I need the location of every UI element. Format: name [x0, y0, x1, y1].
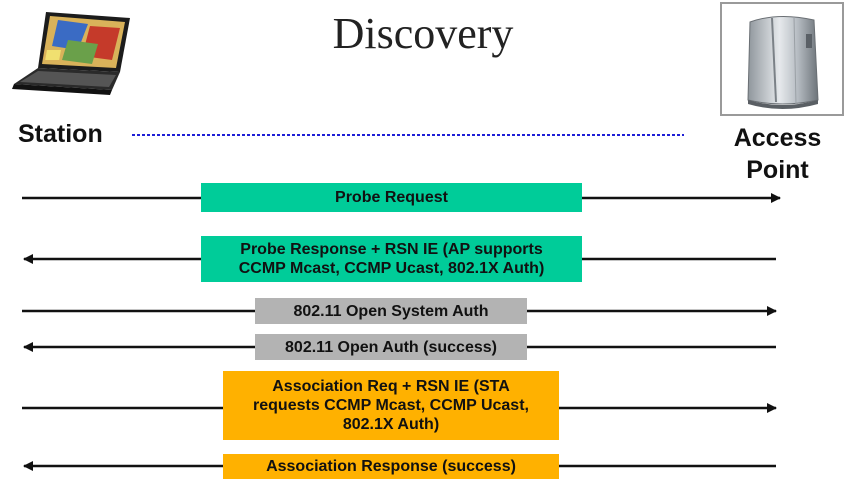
laptop-icon: [8, 10, 138, 98]
probe-request-box: Probe Request: [201, 183, 582, 212]
association-req-box: Association Req + RSN IE (STA requests C…: [223, 371, 559, 440]
access-point-image: [720, 2, 844, 116]
access-point-label: Access Point: [733, 124, 822, 184]
station-label: Station: [18, 120, 103, 148]
page-title: Discovery: [332, 9, 514, 58]
access-point-icon: [747, 15, 819, 109]
open-system-auth-box: 802.11 Open System Auth: [255, 298, 527, 324]
open-auth-success-box: 802.11 Open Auth (success): [255, 334, 527, 360]
association-response-box: Association Response (success): [223, 454, 559, 479]
probe-response-box: Probe Response + RSN IE (AP supports CCM…: [201, 236, 582, 282]
